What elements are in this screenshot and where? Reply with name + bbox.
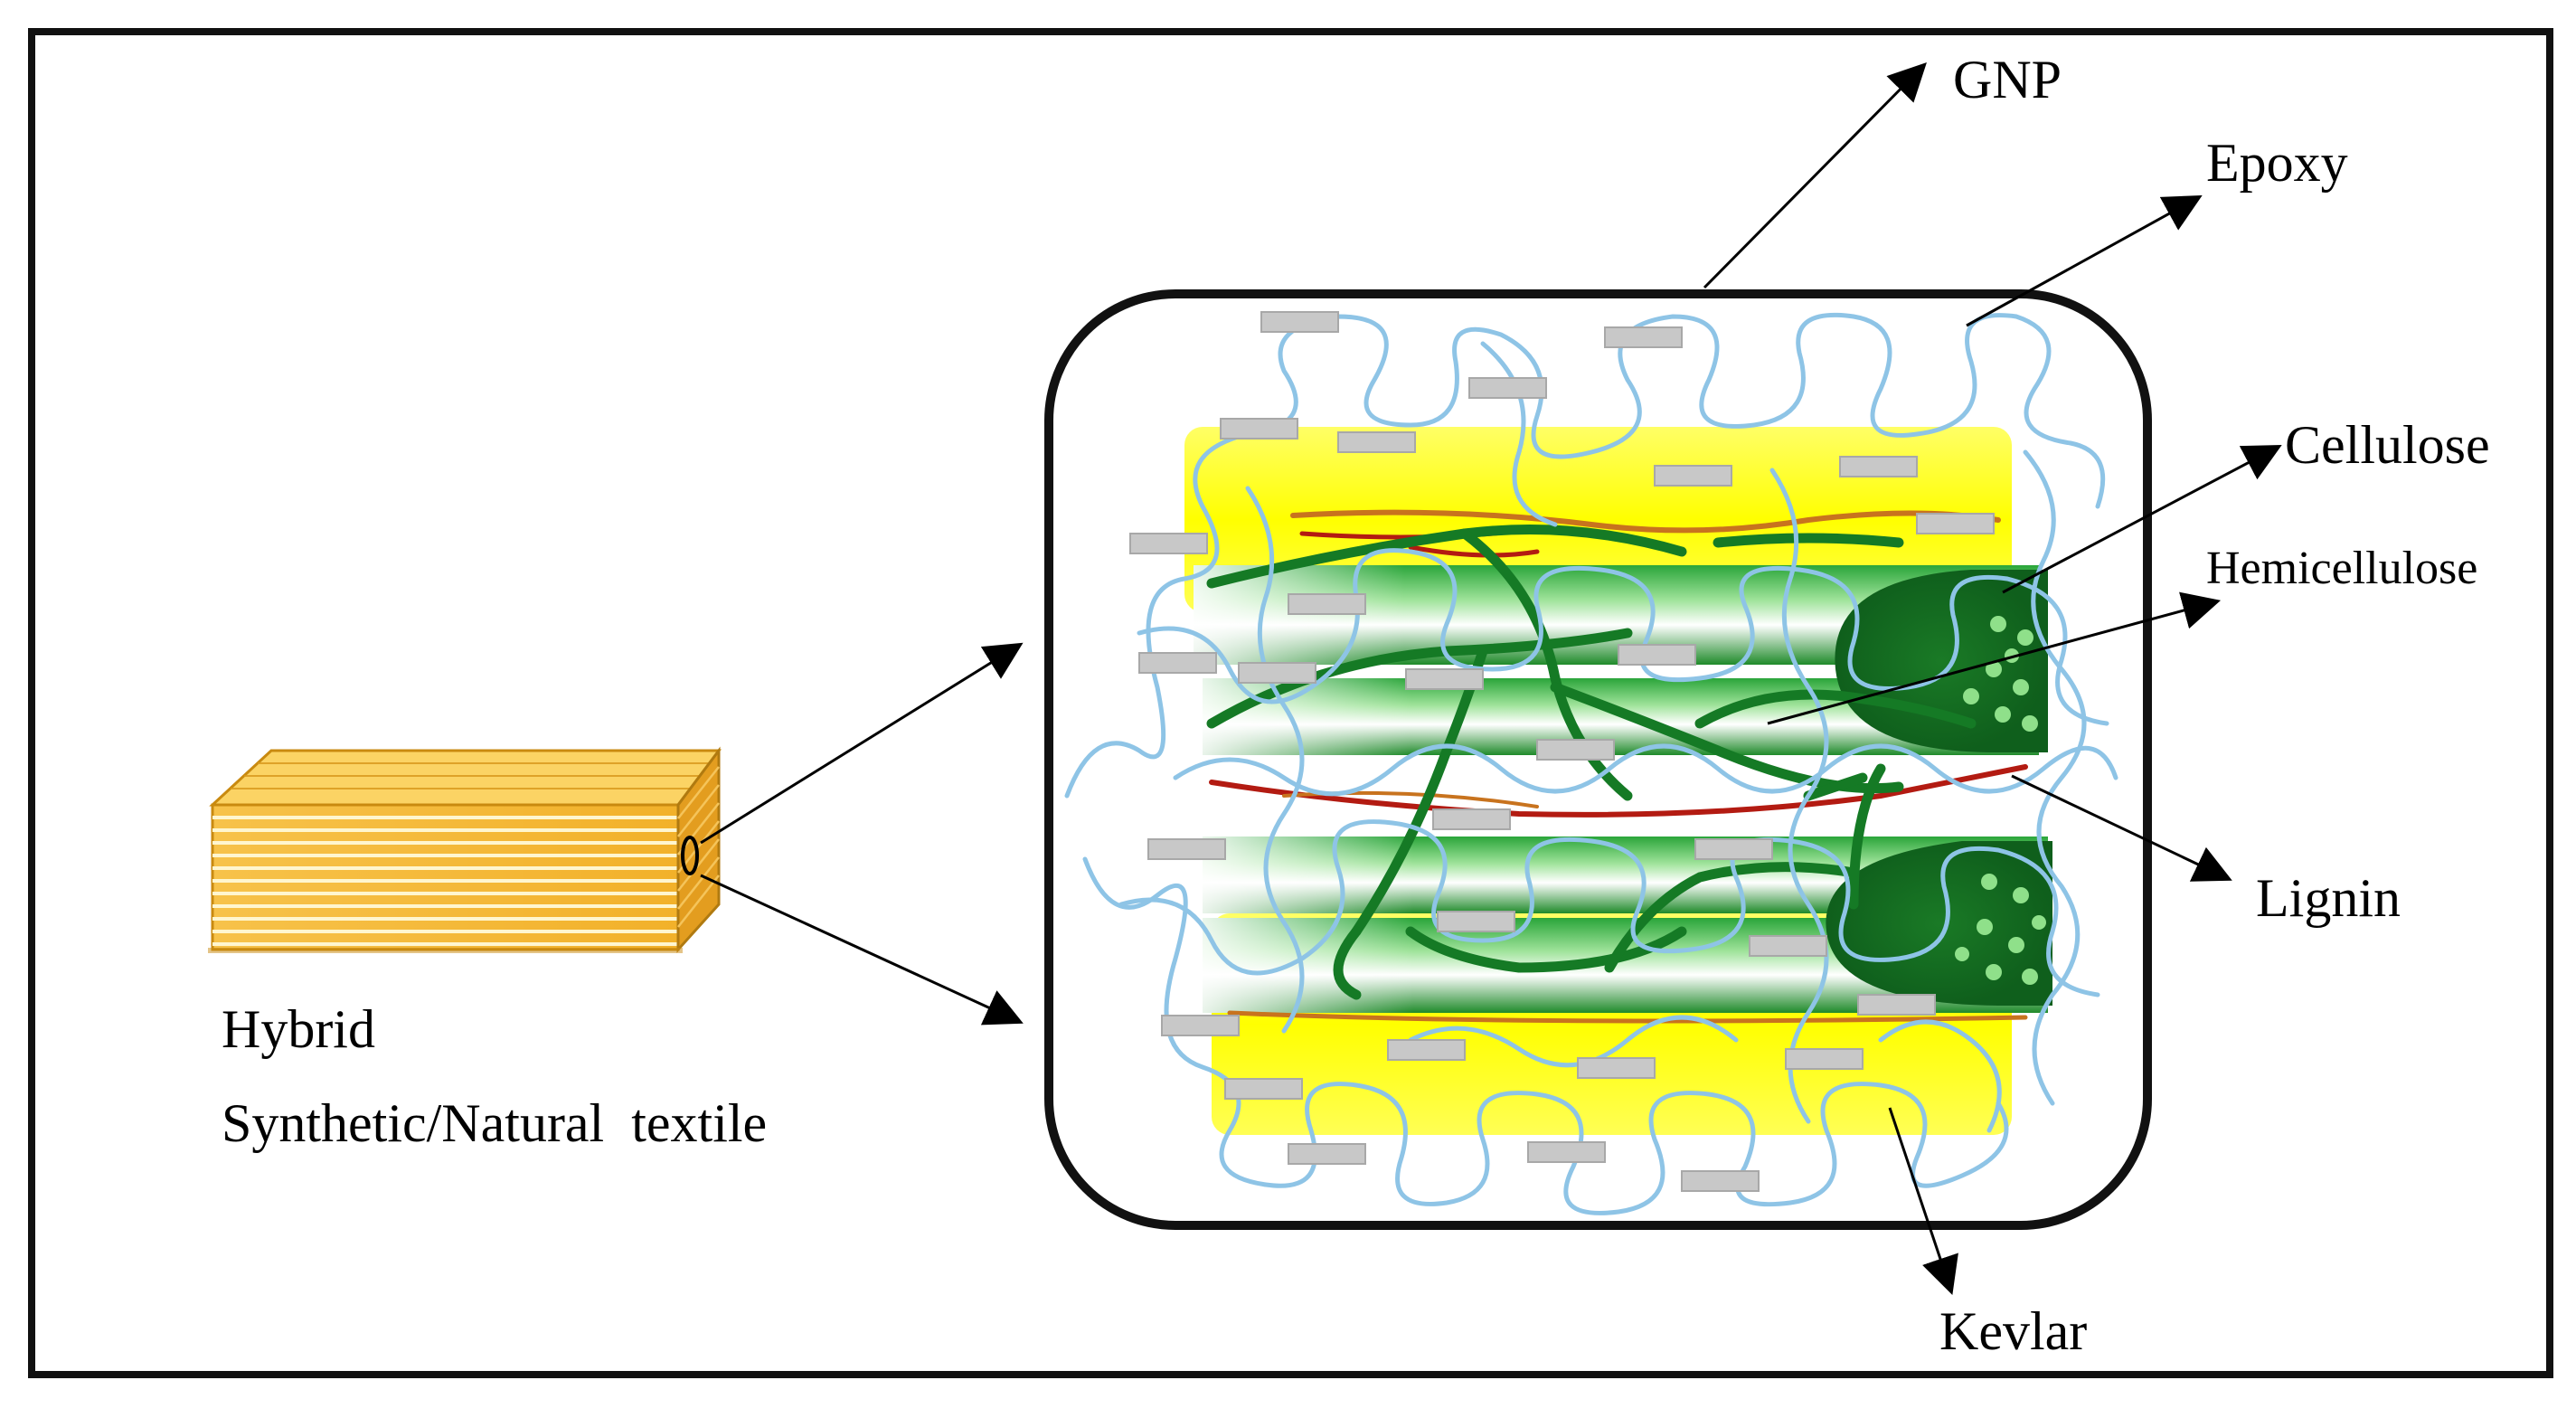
outer-frame (28, 28, 2553, 1378)
label-hemicellulose: Hemicellulose (2206, 543, 2477, 594)
textile-front-face (211, 803, 680, 951)
arrow-gnp (1703, 62, 1927, 289)
epoxy-chains (1064, 312, 2118, 1215)
cellulose-fibers (1194, 565, 2052, 1013)
arrow-lignin (2011, 774, 2232, 882)
label-hybrid: Hybrid (222, 999, 375, 1059)
label-epoxy: Epoxy (2206, 133, 2348, 193)
gnp-platelets (1129, 311, 1995, 1192)
label-synthetic-natural-textile: Synthetic/Natural textile (222, 1093, 767, 1153)
arrow-hemicellulose (1767, 591, 2222, 725)
zoom-arrow-lower (700, 874, 1024, 1026)
callout-arrows (1703, 62, 2282, 1295)
arrow-kevlar (1888, 1107, 1958, 1295)
label-lignin: Lignin (2256, 868, 2401, 928)
zoom-arrow-upper (700, 642, 1024, 845)
label-gnp: GNP (1953, 50, 2062, 109)
textile-cross-section-marker (681, 836, 699, 875)
textile-top-face (209, 749, 722, 807)
composite-zoom-box (1044, 289, 2152, 1230)
label-kevlar: Kevlar (1939, 1301, 2087, 1361)
arrow-cellulose (2002, 445, 2282, 594)
label-cellulose: Cellulose (2285, 415, 2490, 475)
textile-block (208, 746, 722, 953)
arrow-epoxy (1966, 194, 2203, 327)
